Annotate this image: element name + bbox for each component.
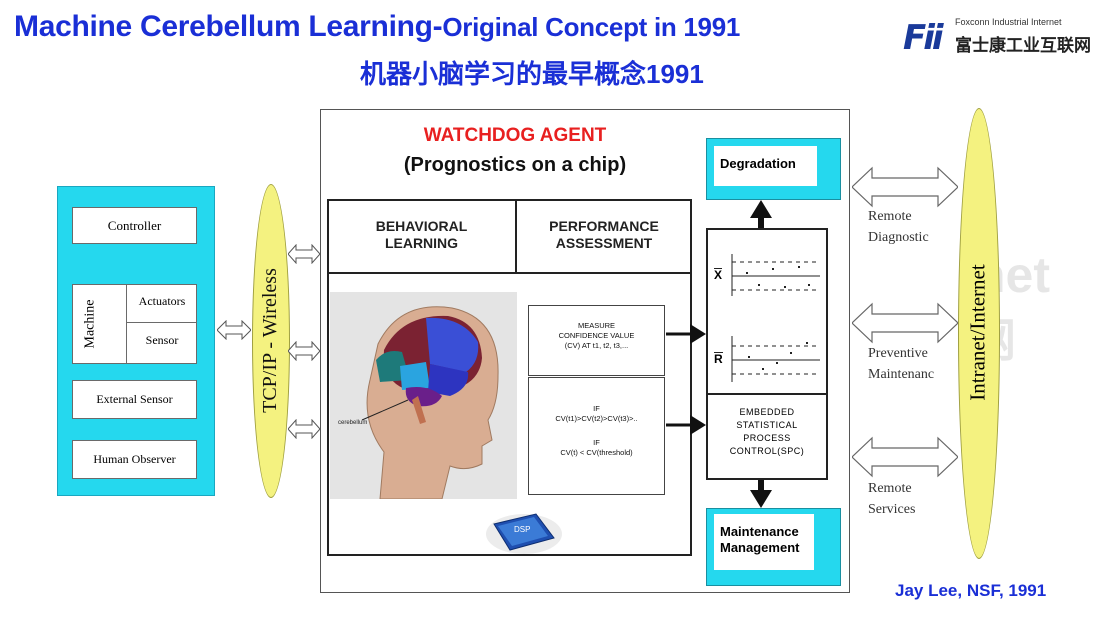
- human-observer-box: Human Observer: [72, 440, 197, 479]
- logo-name-en: Foxconn Industrial Internet: [955, 17, 1062, 27]
- fii-logo-icon: Fii: [903, 18, 944, 58]
- tcp-ip-wireless-ellipse: [252, 184, 290, 498]
- double-arrow-tcp-to-watchdog-2: [287, 340, 321, 366]
- human-observer-label: Human Observer: [93, 452, 176, 466]
- slide-title-chinese: 机器小脑学习的最早概念1991: [360, 59, 704, 89]
- machine-divider-h: [126, 322, 197, 323]
- watchdog-subtitle: (Prognostics on a chip): [403, 154, 627, 176]
- column-divider: [515, 199, 517, 273]
- header-divider: [327, 272, 692, 274]
- external-sensor-label: External Sensor: [96, 392, 173, 406]
- slide-title: Machine Cerebellum Learning-Original Con…: [14, 10, 740, 44]
- chip-icon: DSP: [486, 513, 562, 554]
- spc-panel: [706, 228, 828, 480]
- rbar-control-chart: [710, 332, 822, 391]
- author-credit: Jay Lee, NSF, 1991: [895, 581, 1047, 600]
- spc-divider: [706, 393, 828, 395]
- external-sensor-box: External Sensor: [72, 380, 197, 419]
- rbar-label: R: [714, 352, 723, 366]
- svg-text:DSP: DSP: [514, 525, 530, 534]
- brain-image: cerebellum: [330, 292, 517, 500]
- arrow-down-to-maintenance: [750, 480, 772, 513]
- intranet-internet-label: Intranet/Internet: [965, 264, 990, 401]
- spc-label: EMBEDDED STATISTICAL PROCESS CONTROL(SPC…: [729, 407, 805, 456]
- double-arrow-remote-services: [851, 436, 959, 483]
- preventive-maintenance-label: Preventive Maintenanc: [868, 346, 935, 382]
- title-suffix: Original Concept in 1991: [442, 12, 741, 42]
- logo-name-cn: 富士康工业互联网: [955, 36, 1091, 55]
- remote-diagnostic-label: Remote Diagnostic: [868, 209, 929, 245]
- sensor-label: Sensor: [145, 333, 179, 347]
- double-arrow-panel-to-tcp: [216, 319, 252, 345]
- head-brain-icon: cerebellum: [338, 306, 499, 500]
- arrow-to-spc: [666, 413, 706, 442]
- measure-cv-box: MEASURE CONFIDENCE VALUE (CV) AT t1, t2,…: [528, 305, 665, 376]
- xbar-label: X: [714, 268, 723, 282]
- svg-text:cerebellum: cerebellum: [338, 420, 367, 426]
- xbar-control-chart: [710, 250, 822, 305]
- dsp-chip-image: DSP: [484, 510, 564, 561]
- controller-label: Controller: [107, 217, 162, 233]
- machine-box: [72, 284, 197, 364]
- watchdog-title: WATCHDOG AGENT: [423, 125, 607, 146]
- intranet-internet-ellipse: [958, 108, 1000, 559]
- double-arrow-preventive-maintenance: [851, 302, 959, 349]
- remote-services-label: Remote Services: [868, 481, 916, 517]
- machine-label: Machine: [82, 299, 98, 349]
- controller-box: Controller: [72, 207, 197, 244]
- arrow-up-to-degradation: [750, 200, 772, 233]
- machine-divider: [126, 284, 127, 364]
- double-arrow-tcp-to-watchdog-3: [287, 418, 321, 444]
- arrow-to-xbar-chart: [666, 322, 706, 351]
- title-main: Machine Cerebellum Learning-: [14, 10, 443, 43]
- maintenance-management-label: Maintenance Management: [714, 514, 814, 570]
- actuators-label: Actuators: [138, 294, 186, 308]
- degradation-label: Degradation: [714, 146, 817, 186]
- double-arrow-tcp-to-watchdog-1: [287, 243, 321, 269]
- cv-condition-box: IF CV(t1)>CV(t2)>CV(t3)>.. IF CV(t) < CV…: [528, 377, 665, 495]
- watchdog-inner-frame: [327, 199, 692, 556]
- tcp-ip-wireless-label: TCP/IP - Wireless: [258, 267, 281, 413]
